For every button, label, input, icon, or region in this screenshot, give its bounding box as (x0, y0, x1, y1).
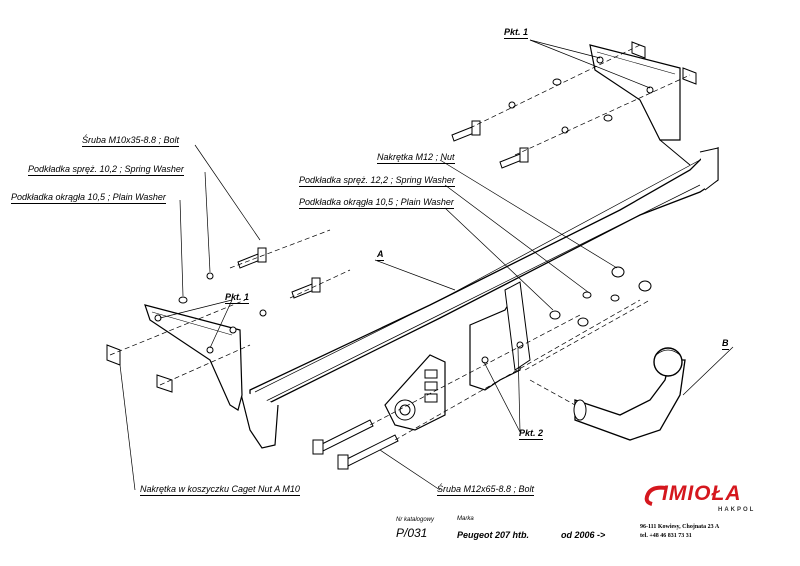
label-pkt1-top: Pkt. 1 (504, 27, 529, 39)
brand-logo: IMIOŁA HAKPOL (640, 480, 775, 516)
label-pkt1-left: Pkt. 1 (225, 292, 250, 304)
tow-neck (574, 359, 686, 441)
label-spring-washer-10: Podkładka spręż. 10,2 ; Spring Washer (28, 164, 184, 176)
socket-plate (384, 354, 446, 431)
label-b: B (722, 338, 729, 350)
label-nut-m12: Nakrętka M12 ; Nut (377, 152, 455, 164)
washers-nuts (178, 78, 652, 334)
tow-ball (653, 347, 683, 377)
label-a: A (377, 249, 384, 261)
bolts-left (237, 120, 529, 299)
logo-hook-icon (644, 485, 667, 506)
model-name: Peugeot 207 htb. (457, 530, 530, 540)
catalog-label: Nr katalogowy (396, 517, 435, 523)
make-label: Marka (457, 516, 474, 522)
bolts-m12 (312, 419, 399, 470)
label-bolt-m10: Śruba M10x35-8.8 ; Bolt (82, 135, 180, 147)
right-bracket (589, 44, 681, 141)
label-bolt-m12: Śruba M12x65-8.8 ; Bolt (437, 484, 535, 496)
logo-sub: HAKPOL (718, 507, 756, 513)
logo-brand: IMIOŁA (662, 482, 742, 505)
label-spring-washer-12: Podkładka spręż. 12,2 ; Spring Washer (299, 175, 455, 187)
crossbar-left-end (239, 389, 279, 449)
company-address: 96-111 Kowiesy, Chojnata 23 A (640, 524, 720, 530)
label-pkt2: Pkt. 2 (519, 428, 544, 440)
model-since: od 2006 -> (561, 530, 606, 540)
cage-nuts (106, 41, 697, 393)
label-plain-washer-12: Podkładka okrągła 10,5 ; Plain Washer (299, 197, 454, 209)
label-cage-nut: Nakrętka w koszyczku Caget Nut A M10 (140, 484, 300, 496)
catalog-number: P/031 (396, 526, 428, 540)
company-phone: tel. +48 46 831 73 31 (640, 533, 692, 539)
label-plain-washer-10: Podkładka okrągła 10,5 ; Plain Washer (11, 192, 166, 204)
